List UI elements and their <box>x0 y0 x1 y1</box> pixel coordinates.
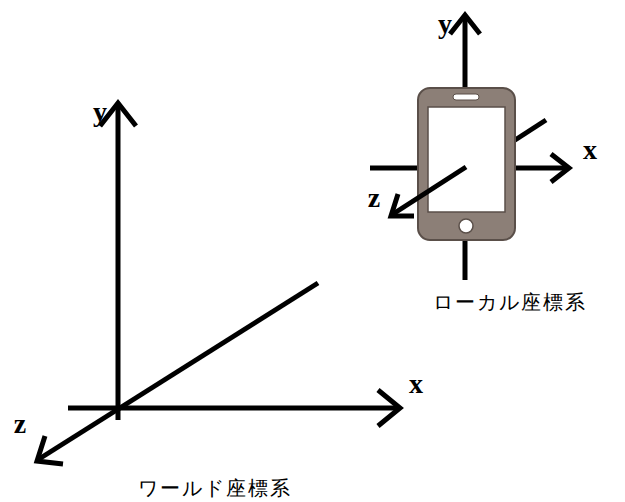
local-z-axis <box>393 167 466 214</box>
local-y-axis-back <box>463 238 468 280</box>
world-y-axis <box>116 104 121 420</box>
arrowhead <box>37 436 63 464</box>
world-z-axis <box>39 283 318 459</box>
axis-label: z <box>14 410 26 438</box>
system-label: ローカル座標系 <box>433 292 587 312</box>
axis-label: x <box>583 136 597 164</box>
arrowhead <box>450 15 480 34</box>
smartphone <box>418 88 515 240</box>
local-z-axis-back <box>512 120 546 142</box>
arrowhead <box>391 194 414 216</box>
arrowhead <box>551 154 569 182</box>
local-y-axis <box>463 16 468 90</box>
axis-label: x <box>409 370 423 398</box>
system-label: ワールド座標系 <box>138 478 292 498</box>
arrowhead <box>378 390 400 426</box>
local-x-axis-back <box>370 166 420 171</box>
local-x-axis <box>510 166 567 171</box>
axis-label: y <box>438 10 452 38</box>
axis-label: y <box>93 98 107 126</box>
axis-label: z <box>368 184 380 212</box>
